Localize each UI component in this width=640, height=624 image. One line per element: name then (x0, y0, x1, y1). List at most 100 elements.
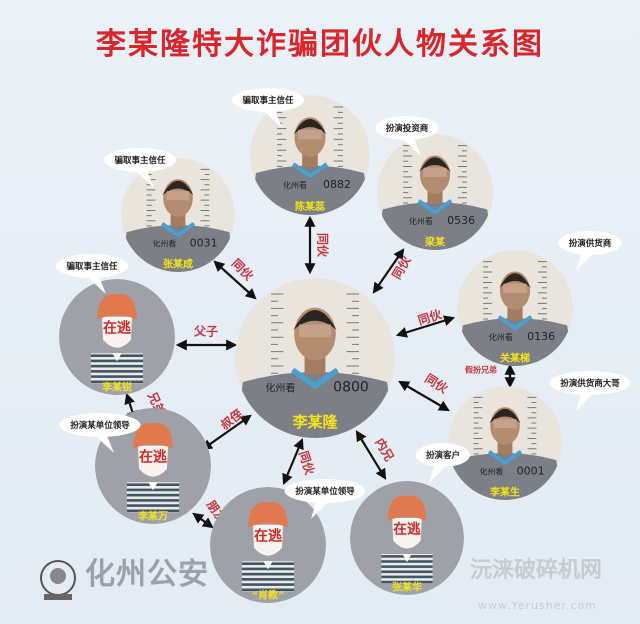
person-name: 李某隆 (291, 413, 338, 431)
shirt (250, 165, 370, 215)
hair (133, 422, 173, 449)
person-name: 李某生 (489, 485, 520, 498)
role-speech-bubble: 扮演投资商 (375, 116, 439, 156)
blank-face (101, 316, 133, 348)
fugitive-label: 在逃 (103, 319, 131, 336)
person-name: 梁某 (424, 235, 446, 248)
role-speech-bubble: 骗取事主信任 (56, 254, 128, 294)
relation-xiao-center: 同伙 (282, 437, 318, 486)
person-name: 李某万 (137, 509, 168, 522)
role-speech-bubble: 扮演客户 (416, 443, 470, 483)
relation-guan-lisheng: 假扮兄弟 (465, 363, 516, 389)
watermark-text: 沅涞破碎机网 (470, 558, 603, 583)
shirt-print: 化州看 (265, 382, 295, 395)
mosaic-blur (423, 167, 447, 177)
inmate-number: 0800 (333, 380, 369, 396)
relation-liang-center: 同伙 (372, 248, 414, 294)
mosaic-blur (503, 283, 527, 293)
blank-face (252, 524, 284, 556)
person-name: 关某梯 (500, 351, 530, 364)
person-name: “肖教” (251, 588, 284, 601)
role-text: 骗取事主信任 (114, 155, 166, 166)
relation-label: 假扮兄弟 (465, 365, 497, 375)
double-arrow-icon (201, 414, 252, 451)
relation-label: 父子 (193, 325, 218, 339)
role-speech-bubble: 扮演某单位领导 (59, 413, 141, 453)
role-speech-bubble: 骗取事主信任 (104, 148, 176, 188)
double-arrow-icon (395, 315, 456, 338)
role-text: 扮演供货商大哥 (560, 378, 620, 389)
double-arrow-icon (213, 260, 257, 300)
shirt-print: 化州看 (283, 180, 307, 190)
role-speech-bubble: 扮演供货商大哥 (549, 371, 631, 411)
fugitive-label: 在逃 (139, 448, 167, 465)
person-node-chen[interactable]: 化州看 0882 陈某蕊 (250, 95, 370, 215)
double-arrow-icon (282, 437, 304, 486)
relation-lirui-center: 父子 (175, 325, 238, 351)
person-node-xiao[interactable]: 在逃“肖教” (210, 487, 326, 603)
footer-brand: 化州公安 (85, 557, 209, 592)
role-speech-bubble: 骗取事主信任 (232, 88, 304, 128)
striped-shirt (241, 561, 295, 592)
relation-label: 同伙 (416, 306, 444, 328)
blank-face (137, 445, 169, 477)
blank-face (392, 518, 422, 549)
police-emblem-icon (40, 560, 76, 600)
role-text: 扮演投资商 (386, 123, 429, 134)
mosaic-blur (298, 129, 322, 140)
double-arrow-icon (355, 430, 387, 480)
role-text: 扮演供货商 (569, 238, 612, 249)
relation-label: 同伙 (316, 233, 331, 258)
shirt (457, 318, 573, 366)
role-text: 骗取事主信任 (242, 95, 294, 106)
role-speech-bubble: 扮演某单位领导 (284, 479, 366, 519)
person-node-center[interactable]: 化州看 0800 李某隆 (235, 278, 395, 438)
shirt (235, 372, 395, 438)
height-ruler (403, 145, 467, 214)
hair (248, 501, 288, 528)
fugitive-label: 在逃 (393, 520, 421, 537)
shirt-print: 化州看 (479, 466, 503, 476)
relation-liwan-center: 叔侄 (201, 406, 252, 451)
shirt-print: 化州看 (489, 332, 513, 342)
inmate-number: 0882 (323, 178, 351, 191)
mosaic-blur (166, 191, 190, 201)
inmate-number: 0536 (447, 214, 475, 227)
person-name: 陈某蕊 (295, 200, 325, 213)
role-text: 骗取事主信任 (66, 261, 118, 272)
relation-label: 叔侄 (217, 406, 245, 433)
striped-shirt (90, 353, 144, 384)
double-arrow-icon (372, 248, 405, 294)
relation-zhangcheng-center: 同伙 (213, 255, 257, 300)
relation-label: 同伙 (422, 370, 451, 396)
mosaic-blur (299, 324, 331, 338)
double-arrow-icon (192, 512, 214, 529)
shirt (377, 202, 493, 250)
relation-zhanghua-center: 内兄 (355, 430, 397, 480)
relation-lisheng-center: 同伙 (398, 370, 452, 412)
inmate-number: 0001 (517, 464, 545, 477)
watermark-url: www.Yerusher.com (478, 599, 597, 612)
relation-guan-center: 同伙 (395, 306, 456, 338)
person-node-guan[interactable]: 化州看 0136 关某梯 (457, 250, 573, 366)
person-node-lisheng[interactable]: 化州看 0001 李某生 (448, 386, 562, 500)
inmate-number: 0031 (190, 236, 218, 249)
relation-label: 同伙 (296, 449, 318, 477)
role-text: 扮演客户 (426, 450, 460, 461)
page-title: 李某隆特大诈骗团伙人物关系图 (96, 27, 544, 62)
shirt (121, 224, 235, 272)
person-name: 张某成 (163, 257, 193, 270)
hair (387, 495, 427, 521)
inmate-number: 0136 (527, 330, 555, 343)
relation-chen-center: 同伙 (304, 215, 331, 275)
mosaic-blur (493, 419, 517, 429)
shirt-print: 化州看 (409, 216, 433, 226)
person-name: 李某锐 (101, 380, 132, 393)
